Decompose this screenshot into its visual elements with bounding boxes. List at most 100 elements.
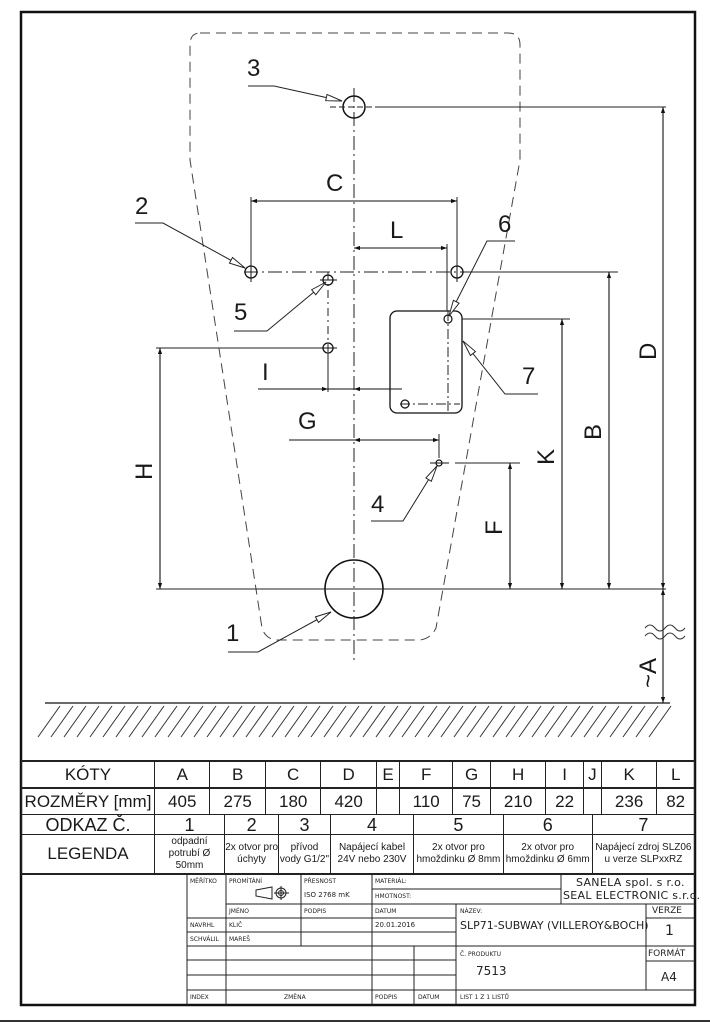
jmeno-label: JMÉNO: [229, 908, 249, 915]
datum-label: DATUM: [375, 908, 397, 915]
legend-number-row: ODKAZ Č. 1 2 3 4 5 6 7: [21, 814, 696, 835]
format-value: A4: [661, 970, 677, 984]
dimensions-key-row: KÓTY A B C D E F G H I J K L: [21, 760, 695, 789]
hatch-line: [50, 705, 74, 738]
dim-value: 405: [153, 787, 211, 815]
dim-label-i: I: [262, 359, 269, 386]
hatch-line: [505, 705, 529, 738]
navrhl-label: NAVRHL: [190, 922, 215, 929]
hatch-line: [167, 705, 191, 738]
koty-header: KÓTY: [21, 760, 155, 789]
datum2-label: DATUM: [418, 994, 440, 1001]
svg-text:2: 2: [135, 193, 148, 220]
list-label: LIST 1 Z 1 LISTŮ: [460, 994, 509, 1001]
legend-number: 7: [591, 814, 696, 835]
svg-text:7: 7: [522, 363, 535, 390]
legend-table: ODKAZ Č. 1 2 3 4 5 6 7 LEGENDA odpadní p…: [21, 814, 696, 874]
index-label: INDEX: [190, 994, 209, 1001]
hatch-line: [609, 705, 633, 738]
hatch-line: [427, 705, 451, 738]
hatch-line: [544, 705, 568, 738]
odkaz-header: ODKAZ Č.: [21, 814, 155, 835]
legend-text: 2x otvor pro hmoždinku Ø 6mm: [502, 834, 593, 874]
dim-value: 236: [600, 787, 658, 815]
svg-text:5: 5: [234, 299, 247, 326]
schvalil-label: SCHVÁLIL: [190, 936, 219, 943]
navrhl-date: 20.01.2016: [375, 921, 416, 929]
hatch-line: [375, 705, 399, 738]
dim-key: E: [375, 760, 401, 789]
hatch-line: [323, 705, 347, 738]
produkt-value: 7513: [476, 964, 507, 978]
presnost-value: ISO 2768 mK: [304, 891, 350, 899]
format-label: FORMÁT: [648, 949, 686, 959]
dim-key: D: [320, 760, 377, 789]
hatch-line: [336, 705, 360, 738]
legenda-header: LEGENDA: [21, 834, 155, 874]
hatch-line: [206, 705, 230, 738]
hatch-line: [596, 705, 620, 738]
hatch-line: [154, 705, 178, 738]
legend-number: 6: [502, 814, 593, 835]
dim-label-c: C: [326, 170, 343, 197]
hatch-line: [37, 705, 61, 738]
dim-value: 210: [489, 787, 547, 815]
legend-text-row: LEGENDA odpadní potrubí Ø 50mm 2x otvor …: [21, 834, 696, 874]
dim-key: L: [656, 760, 695, 789]
hatch-line: [401, 705, 425, 738]
dim-label-d: D: [635, 343, 662, 360]
schvalil-value: MAREŠ: [229, 936, 251, 943]
leader-3: 3: [247, 55, 343, 102]
leader-2: 2: [135, 193, 246, 269]
hatch-line: [63, 705, 87, 738]
legend-number: 1: [154, 814, 225, 835]
dimensions-table: KÓTY A B C D E F G H I J K L ROZMĚRY [mm…: [21, 760, 695, 815]
title-block-grid: [21, 873, 695, 1005]
dim-label-f: F: [481, 520, 508, 535]
legend-text: Napájecí kabel 24V nebo 230V: [329, 834, 415, 874]
dim-label-a: ~A: [635, 658, 662, 688]
break-symbol: [644, 624, 686, 640]
dim-key: K: [600, 760, 658, 789]
dim-key: A: [153, 760, 211, 789]
hatch-line: [557, 705, 581, 738]
hatch-line: [362, 705, 386, 738]
podpis2-label: PODPIS: [375, 994, 398, 1001]
dim-value: 420: [320, 787, 377, 815]
produkt-label: Č. PRODUKTU: [460, 951, 502, 958]
leader-7: 7: [462, 340, 538, 395]
product-name: SLP71-SUBWAY (VILLEROY&BOCH): [460, 919, 649, 932]
svg-text:1: 1: [226, 620, 239, 647]
hatch-line: [115, 705, 139, 738]
dim-value: 82: [656, 787, 695, 815]
hatch-line: [570, 705, 594, 738]
legend-text: 2x otvor pro úchyty: [223, 834, 280, 874]
dim-key: F: [399, 760, 454, 789]
dim-label-b: B: [580, 424, 607, 440]
hole-6-top: [443, 314, 453, 324]
svg-text:4: 4: [371, 491, 384, 518]
hatch-line: [492, 705, 516, 738]
verze-label: VERZE: [652, 906, 682, 916]
svg-text:6: 6: [498, 211, 511, 238]
hatch-line: [531, 705, 555, 738]
projection-symbol-icon: [255, 886, 289, 900]
company-line1: SANELA spol. s r.o.: [576, 876, 685, 889]
dim-value: 75: [452, 787, 491, 815]
hatch-line: [583, 705, 607, 738]
legend-text: odpadní potrubí Ø 50mm: [154, 834, 225, 874]
drawing-frame: [19, 10, 697, 1007]
hatch-line: [128, 705, 152, 738]
hatch-line: [518, 705, 542, 738]
hatch-line: [180, 705, 204, 738]
hatch-line: [453, 705, 477, 738]
legend-number: 3: [278, 814, 331, 835]
power-supply-box-7: [389, 310, 463, 414]
dim-value: 22: [545, 787, 584, 815]
dim-label-l: L: [390, 217, 403, 244]
dim-value: [582, 787, 602, 815]
hatch-line: [102, 705, 126, 738]
leader-6: 6: [448, 211, 515, 317]
legend-text: Napájecí zdroj SLZ06 u verze SLPxxRZ: [591, 834, 696, 874]
urinal-outline: [189, 32, 521, 641]
